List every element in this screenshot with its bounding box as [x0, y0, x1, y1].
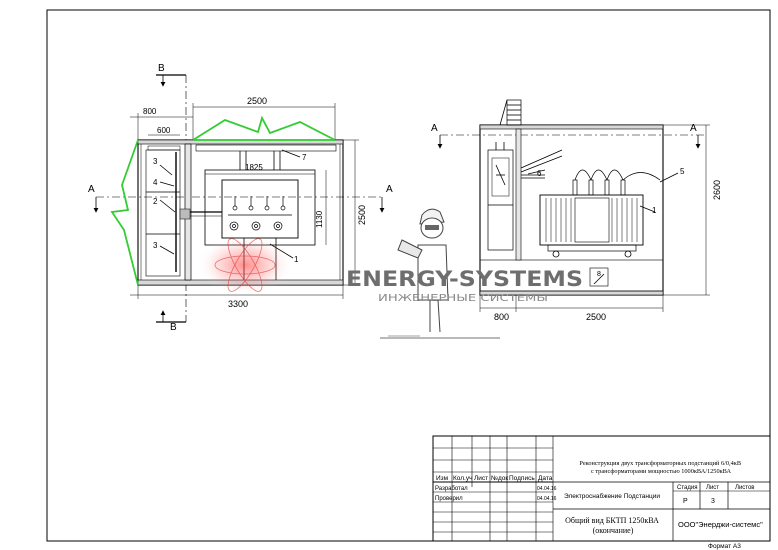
- tb-header: Лист: [474, 475, 488, 482]
- dim-right-height: 2500: [357, 205, 367, 225]
- callout-label: 2: [153, 197, 158, 206]
- dim-inner-span: 1825: [245, 163, 263, 172]
- watermark-subtitle: ИНЖЕНЕРНЫЕ СИСТЕМЫ: [378, 293, 548, 304]
- dim-inner-height: 1130: [315, 210, 324, 228]
- tb-header: Подпись: [509, 475, 535, 482]
- atom-icon: [214, 238, 276, 292]
- tb-header: Дата: [538, 475, 553, 482]
- watermark-brand: ENERGY-SYSTEMS: [346, 267, 583, 291]
- tb-date: 04.04.16: [537, 486, 557, 492]
- tb-sheet: 3: [711, 498, 715, 505]
- tb-role: Проверил: [435, 496, 463, 502]
- dim-bottom-left: 800: [494, 312, 509, 322]
- dim-bottom-right: 2500: [586, 312, 606, 322]
- callout-label: 5: [680, 167, 685, 176]
- section-mark-top: В: [158, 63, 165, 74]
- callout-label: 3: [153, 157, 158, 166]
- tb-stage-header: Стадия: [677, 485, 697, 491]
- project-title: Реконструкция двух трансформаторных подс…: [579, 460, 742, 475]
- roof-outline: [110, 115, 336, 286]
- callout-label: 7: [302, 153, 307, 162]
- project-title-line: Реконструкция двух трансформаторных подс…: [579, 460, 741, 467]
- tb-company: ООО"Энерджи-системс": [678, 520, 763, 529]
- dim-right-height: 2600: [712, 180, 722, 200]
- section-mark-right: А: [386, 184, 393, 195]
- dim-top-left: 800: [143, 107, 157, 116]
- tb-drawing-name-line: (окончание): [593, 526, 634, 535]
- section-view: [437, 99, 710, 312]
- title-block: [432, 435, 771, 542]
- section-mark-left: А: [88, 184, 95, 195]
- callout-label: 1: [294, 255, 299, 264]
- callout-label: 4: [153, 178, 158, 187]
- dim-inner-left: 600: [157, 126, 171, 135]
- section-mark-right: А: [690, 123, 697, 134]
- watermark-glow: [197, 235, 293, 295]
- tb-subject: Электроснабжение Подстанции: [564, 492, 660, 500]
- tb-header: Кол.уч: [453, 475, 473, 482]
- callout-label: 6: [537, 169, 542, 178]
- tb-stage: Р: [683, 498, 688, 505]
- tb-header: Изм: [436, 475, 449, 482]
- callout-label: 1: [652, 206, 657, 215]
- tb-stage-header: Лист: [706, 485, 719, 491]
- tb-date: 04.04.16: [537, 496, 557, 502]
- engineer-figure-icon: [380, 208, 500, 339]
- sheet-frame: [46, 9, 771, 542]
- dim-top-total: 2500: [247, 96, 267, 106]
- callout-label: 3: [153, 241, 158, 250]
- section-mark-bottom: В: [170, 322, 177, 333]
- tb-drawing-name-line: Общий вид БКТП 1250кВА: [565, 516, 659, 525]
- tb-drawing-name: Общий вид БКТП 1250кВА (окончание): [565, 516, 661, 535]
- tb-header: №док: [491, 475, 508, 482]
- dim-bottom-total: 3300: [228, 299, 248, 309]
- tb-stage-header: Листов: [735, 485, 755, 491]
- project-title-line: с трансформаторами мощностью 1000кВА/125…: [591, 468, 731, 475]
- section-mark-left: А: [431, 123, 438, 134]
- tb-format: Формат А3: [708, 543, 741, 550]
- tb-role: Разработал: [435, 486, 468, 492]
- watermark: ENERGY-SYSTEMS ИНЖЕНЕРНЫЕ СИСТЕМЫ: [197, 208, 583, 339]
- callout-label: 8: [597, 271, 601, 278]
